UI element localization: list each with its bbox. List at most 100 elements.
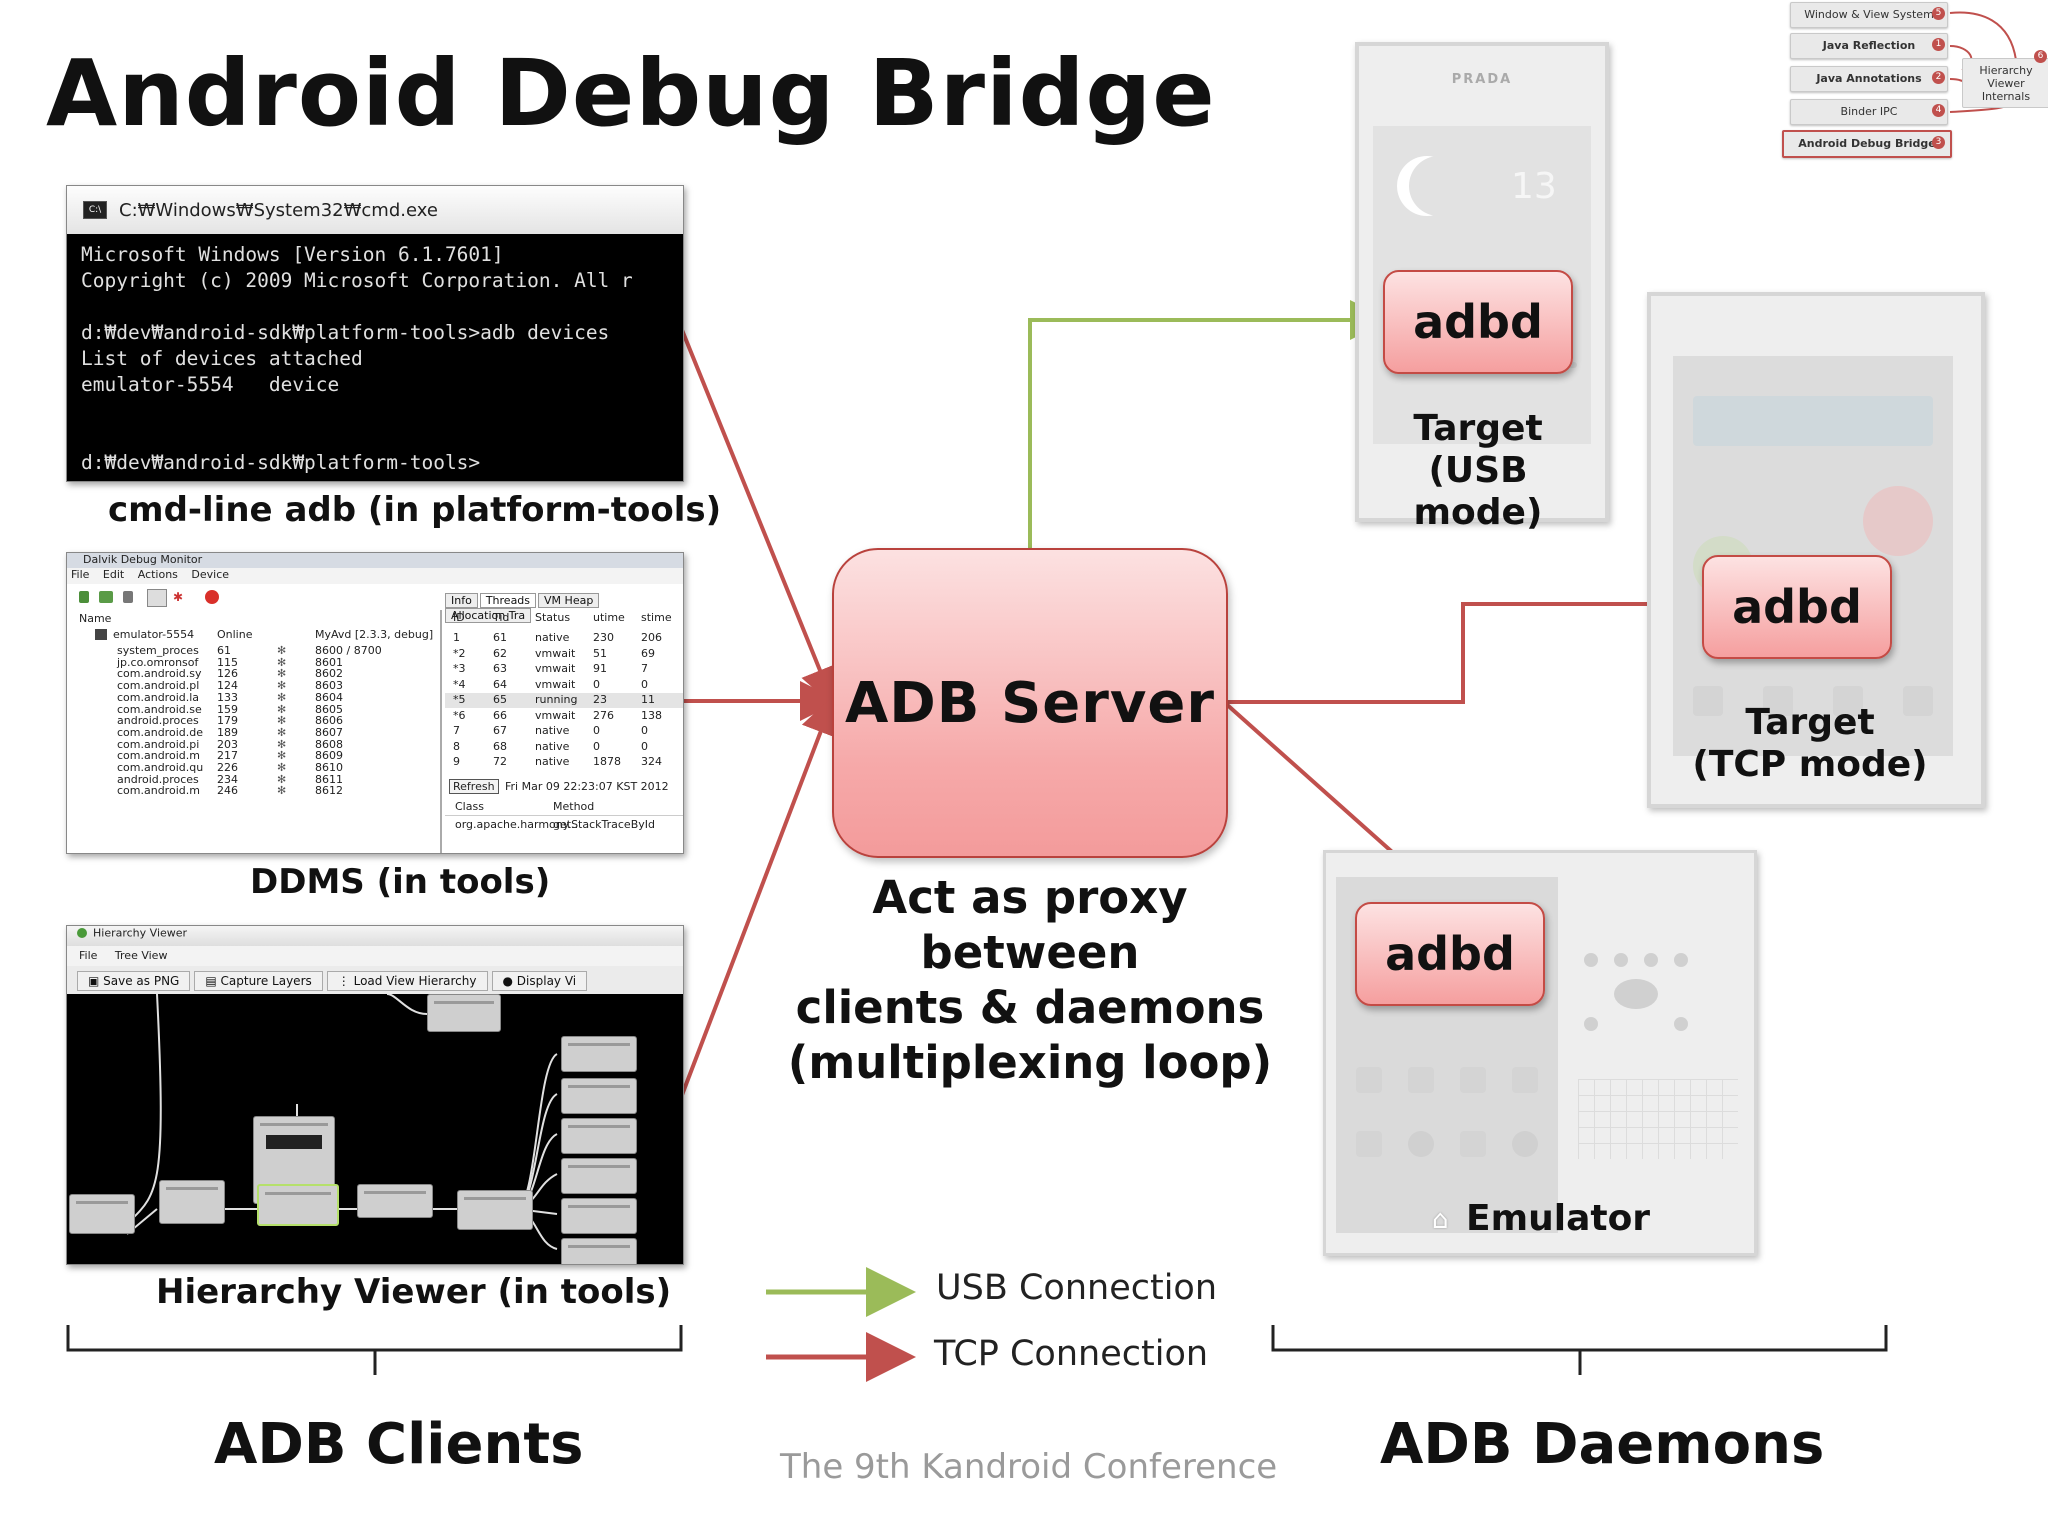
adb-server-label: ADB Server bbox=[844, 670, 1216, 736]
hv-titlebar[interactable]: Hierarchy Viewer bbox=[67, 926, 683, 946]
server-description: Act as proxy between clients & daemons (… bbox=[787, 871, 1273, 1089]
usb-device-brand: PRADA bbox=[1451, 72, 1513, 87]
display-view-button[interactable]: ● Display Vi bbox=[491, 971, 588, 991]
usb-target-label: Target (USB mode) bbox=[1413, 408, 1543, 533]
ddms-titlebar[interactable]: Dalvik Debug Monitor bbox=[67, 553, 683, 568]
hv-view-node[interactable] bbox=[159, 1180, 225, 1224]
hv-view-node[interactable] bbox=[427, 994, 501, 1032]
hv-app-icon bbox=[77, 928, 87, 938]
method-profiling-icon[interactable]: ✱ bbox=[173, 590, 184, 604]
ddms-menu-edit[interactable]: Edit bbox=[102, 568, 125, 581]
cmd-window[interactable]: C:\ C:₩Windows₩System32₩cmd.exe Microsof… bbox=[66, 185, 684, 482]
debug-process-icon: ✻ bbox=[277, 761, 287, 774]
hv-view-node[interactable] bbox=[457, 1190, 533, 1230]
update-threads-icon[interactable] bbox=[147, 589, 167, 607]
emulator-label: Emulator bbox=[1466, 1198, 1651, 1239]
save-icon: ▣ bbox=[88, 974, 104, 988]
hv-view-node[interactable] bbox=[561, 1238, 637, 1264]
tcp-arrow-cmd-to-server bbox=[680, 329, 839, 708]
hv-view-node[interactable] bbox=[561, 1158, 637, 1194]
hv-menu-tree-view[interactable]: Tree View bbox=[114, 949, 168, 962]
brace-clients bbox=[66, 1325, 683, 1375]
hv-view-node[interactable] bbox=[561, 1118, 637, 1154]
debug-process-icon: ✻ bbox=[277, 714, 287, 728]
ddms-menu-file[interactable]: File bbox=[71, 568, 90, 581]
nav-item-android-debug-bridge[interactable]: Android Debug Bridge bbox=[1782, 130, 1952, 158]
debug-process-icon: ✻ bbox=[277, 690, 287, 704]
tcp-arrow-hv-to-server bbox=[680, 694, 840, 1096]
ddms-class-row[interactable]: org.apache.harmony... getStackTraceById bbox=[455, 818, 655, 831]
usb-device-clock: 13 bbox=[1511, 166, 1557, 207]
cmd-titlebar[interactable]: C:\ C:₩Windows₩System32₩cmd.exe bbox=[67, 186, 683, 234]
hv-menubar: File Tree View bbox=[67, 946, 683, 966]
legend-tcp-label: TCP Connection bbox=[934, 1334, 1209, 1374]
footer-conference: The 9th Kandroid Conference bbox=[780, 1447, 1278, 1487]
hv-node-preview bbox=[266, 1135, 322, 1149]
hv-view-node[interactable] bbox=[69, 1194, 135, 1234]
adb-server-box: ADB Server bbox=[832, 548, 1228, 858]
tab-vm-heap[interactable]: VM Heap bbox=[538, 593, 600, 608]
save-as-png-button[interactable]: ▣ Save as PNG bbox=[77, 971, 191, 991]
hv-view-node[interactable] bbox=[561, 1036, 637, 1072]
cmd-line: d:₩dev₩android-sdk₩platform-tools>adb de… bbox=[81, 321, 610, 344]
ddms-menu-actions[interactable]: Actions bbox=[137, 568, 178, 581]
ddms-refresh-bar: Refresh Fri Mar 09 22:23:07 KST 2012 bbox=[445, 777, 683, 797]
ddms-window[interactable]: Dalvik Debug Monitor File Edit Actions D… bbox=[66, 552, 684, 854]
tab-allocation-tracker[interactable]: Allocation Tra bbox=[445, 608, 532, 623]
hierarchy-viewer-window[interactable]: Hierarchy Viewer File Tree View ▣ Save a… bbox=[66, 925, 684, 1265]
hv-view-node[interactable] bbox=[357, 1184, 433, 1218]
page-title: Android Debug Bridge bbox=[46, 40, 1216, 147]
tab-threads[interactable]: Threads bbox=[479, 593, 537, 608]
hv-selected-view-node[interactable] bbox=[257, 1184, 339, 1226]
emulator-keyboard bbox=[1578, 1079, 1738, 1159]
dump-hprof-icon[interactable] bbox=[99, 591, 113, 603]
hv-tree-canvas[interactable] bbox=[67, 994, 683, 1264]
nav-num-4: 4 bbox=[1932, 104, 1945, 117]
usb-arrow-server-to-usb-target bbox=[1028, 300, 1390, 548]
debug-process-icon: ✻ bbox=[277, 725, 287, 739]
display-icon: ● bbox=[502, 974, 517, 988]
nav-num-3: 3 bbox=[1932, 136, 1945, 149]
nav-widget bbox=[1780, 0, 2048, 160]
nav-item-java-annotations[interactable]: Java Annotations bbox=[1790, 66, 1948, 92]
nav-item-window-view-system[interactable]: Window & View System bbox=[1790, 2, 1948, 28]
cmd-line: emulator-5554 device bbox=[81, 373, 340, 396]
moon-icon bbox=[1409, 156, 1469, 216]
cmd-window-title: C:₩Windows₩System32₩cmd.exe bbox=[119, 199, 438, 221]
stop-process-icon[interactable] bbox=[205, 590, 219, 604]
nav-connector-lines bbox=[1949, 11, 2017, 113]
load-view-hierarchy-button[interactable]: ⋮ Load View Hierarchy bbox=[326, 971, 488, 991]
tab-info[interactable]: Info bbox=[445, 593, 478, 608]
debug-process-icon: ✻ bbox=[277, 772, 287, 786]
refresh-button[interactable]: Refresh bbox=[449, 779, 499, 794]
cmd-line: List of devices attached bbox=[81, 347, 363, 370]
update-heap-icon[interactable] bbox=[79, 591, 89, 603]
emulator-dpad bbox=[1584, 953, 1724, 1033]
debug-process-icon: ✻ bbox=[277, 679, 287, 693]
nav-item-java-reflection[interactable]: Java Reflection bbox=[1790, 33, 1948, 59]
hv-view-node[interactable] bbox=[561, 1198, 637, 1234]
debug-process-icon: ✻ bbox=[277, 655, 287, 669]
nav-hub-hierarchy-viewer-internals[interactable]: Hierarchy Viewer Internals bbox=[1962, 58, 2048, 108]
nav-num-5: 5 bbox=[1932, 7, 1945, 20]
capture-layers-button[interactable]: ▤ Capture Layers bbox=[194, 971, 323, 991]
hv-view-node[interactable] bbox=[561, 1078, 637, 1114]
cmd-caption: cmd-line adb (in platform-tools) bbox=[108, 490, 722, 530]
nav-item-binder-ipc[interactable]: Binder IPC bbox=[1790, 99, 1948, 125]
debug-process-icon: ✻ bbox=[277, 667, 287, 681]
nav-num-1: 1 bbox=[1932, 38, 1945, 51]
gc-icon[interactable] bbox=[123, 591, 133, 603]
ddms-menu-device[interactable]: Device bbox=[191, 568, 230, 581]
hv-menu-file[interactable]: File bbox=[79, 949, 98, 962]
hv-window-title: Hierarchy Viewer bbox=[93, 926, 188, 940]
